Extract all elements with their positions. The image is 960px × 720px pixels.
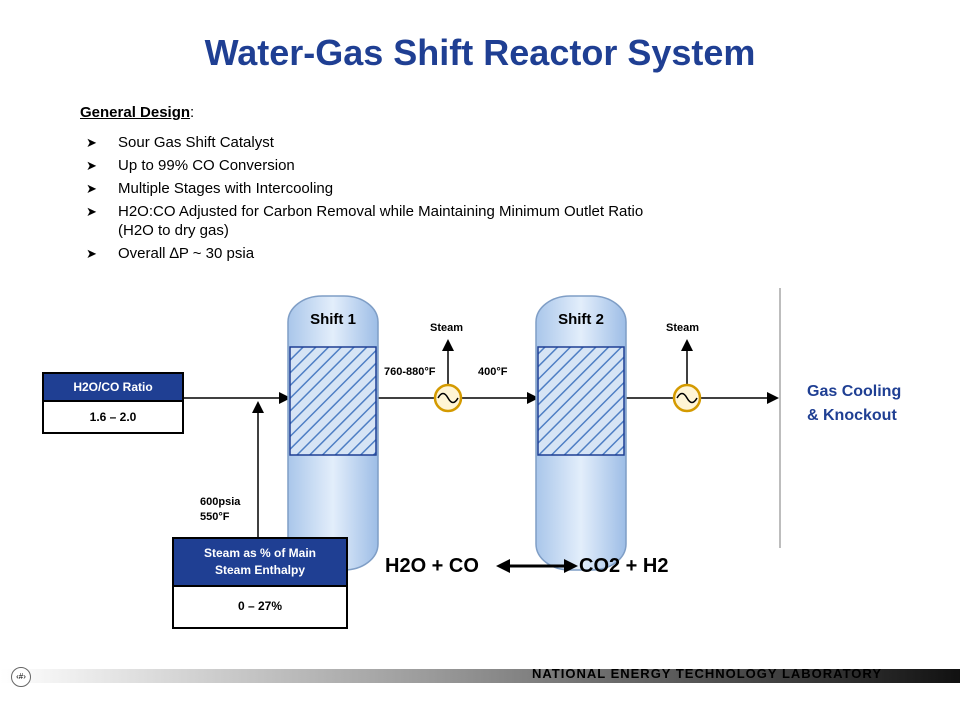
steam-label-2: Steam [666, 322, 700, 334]
shift-2-label: Shift 2 [558, 311, 604, 328]
equation-reactants: H2O + CO [385, 555, 479, 577]
bullet-text: H2O:CO Adjusted for Carbon Removal while… [118, 203, 644, 220]
organization-logo-text: NATIONAL ENERGY TECHNOLOGY LABORATORY [532, 666, 882, 681]
gas-cooling-line2: & Knockout [807, 407, 897, 424]
arrowhead-bullet-icon: ➤ [86, 135, 97, 150]
gas-cooling-line1: Gas Cooling [807, 383, 902, 400]
steam-temperature-label: 550°F [200, 511, 230, 523]
steam-box-header-line2: Steam Enthalpy [214, 563, 306, 577]
bullet-text: Multiple Stages with Intercooling [118, 180, 334, 197]
bullet-text: Sour Gas Shift Catalyst [118, 134, 274, 151]
steam-label-1: Steam [430, 322, 464, 334]
shift-2-reactor [535, 295, 627, 571]
shift-1-label: Shift 1 [310, 311, 356, 328]
heat-exchanger-2-icon [672, 339, 702, 413]
design-bullet-list: ➤ Sour Gas Shift Catalyst ➤ Up to 99% CO C… [86, 133, 806, 267]
arrowhead-bullet-icon: ➤ [86, 246, 97, 261]
bullet-text-continuation: (H2O to dry gas) [118, 222, 229, 239]
equilibrium-arrow-icon [496, 559, 578, 573]
arrowhead-bullet-icon: ➤ [86, 181, 97, 196]
shift-1-reactor [287, 295, 379, 571]
ratio-box-header: H2O/CO Ratio [44, 374, 182, 400]
bullet-item: ➤ H2O:CO Adjusted for Carbon Removal whil… [86, 202, 806, 240]
steam-enthalpy-box: Steam as % of Main Steam Enthalpy 0 – 27… [172, 537, 348, 629]
footer-bar [0, 669, 960, 683]
bullet-text: Overall ∆P ~ 30 psia [118, 245, 255, 262]
general-design-colon: : [190, 104, 195, 121]
shift-1-catalyst-bed [289, 346, 377, 456]
ratio-box-value: 1.6 – 2.0 [44, 400, 182, 432]
bullet-item: ➤ Overall ∆P ~ 30 psia [86, 244, 806, 263]
general-design-heading: General Design: [80, 104, 194, 121]
heat-exchanger-1-icon [433, 339, 463, 413]
gas-cooling-label: Gas Cooling & Knockout [807, 380, 901, 428]
shift-reaction-equation: H2O + CO CO2 + H2 [385, 555, 668, 578]
arrowhead-bullet-icon: ➤ [86, 204, 97, 219]
steam-pressure-label: 600psia [200, 496, 241, 508]
slide-title: Water-Gas Shift Reactor System [204, 32, 756, 73]
bullet-item: ➤ Up to 99% CO Conversion [86, 156, 806, 175]
temperature-cool-label: 400°F [478, 366, 508, 378]
equation-products: CO2 + H2 [579, 555, 669, 577]
steam-box-header-line1: Steam as % of Main [203, 546, 317, 560]
steam-box-value: 0 – 27% [174, 585, 346, 627]
h2o-co-ratio-box: H2O/CO Ratio 1.6 – 2.0 [42, 372, 184, 434]
general-design-label: General Design [80, 104, 191, 121]
shift-2-catalyst-bed [537, 346, 625, 456]
bullet-item: ➤ Multiple Stages with Intercooling [86, 179, 806, 198]
bullet-text: Up to 99% CO Conversion [118, 157, 295, 174]
temperature-hot-label: 760-880°F [384, 366, 436, 378]
steam-box-header: Steam as % of Main Steam Enthalpy [174, 539, 346, 585]
slide-number: ‹#› [11, 667, 31, 687]
bullet-item: ➤ Sour Gas Shift Catalyst [86, 133, 806, 152]
arrowhead-bullet-icon: ➤ [86, 158, 97, 173]
